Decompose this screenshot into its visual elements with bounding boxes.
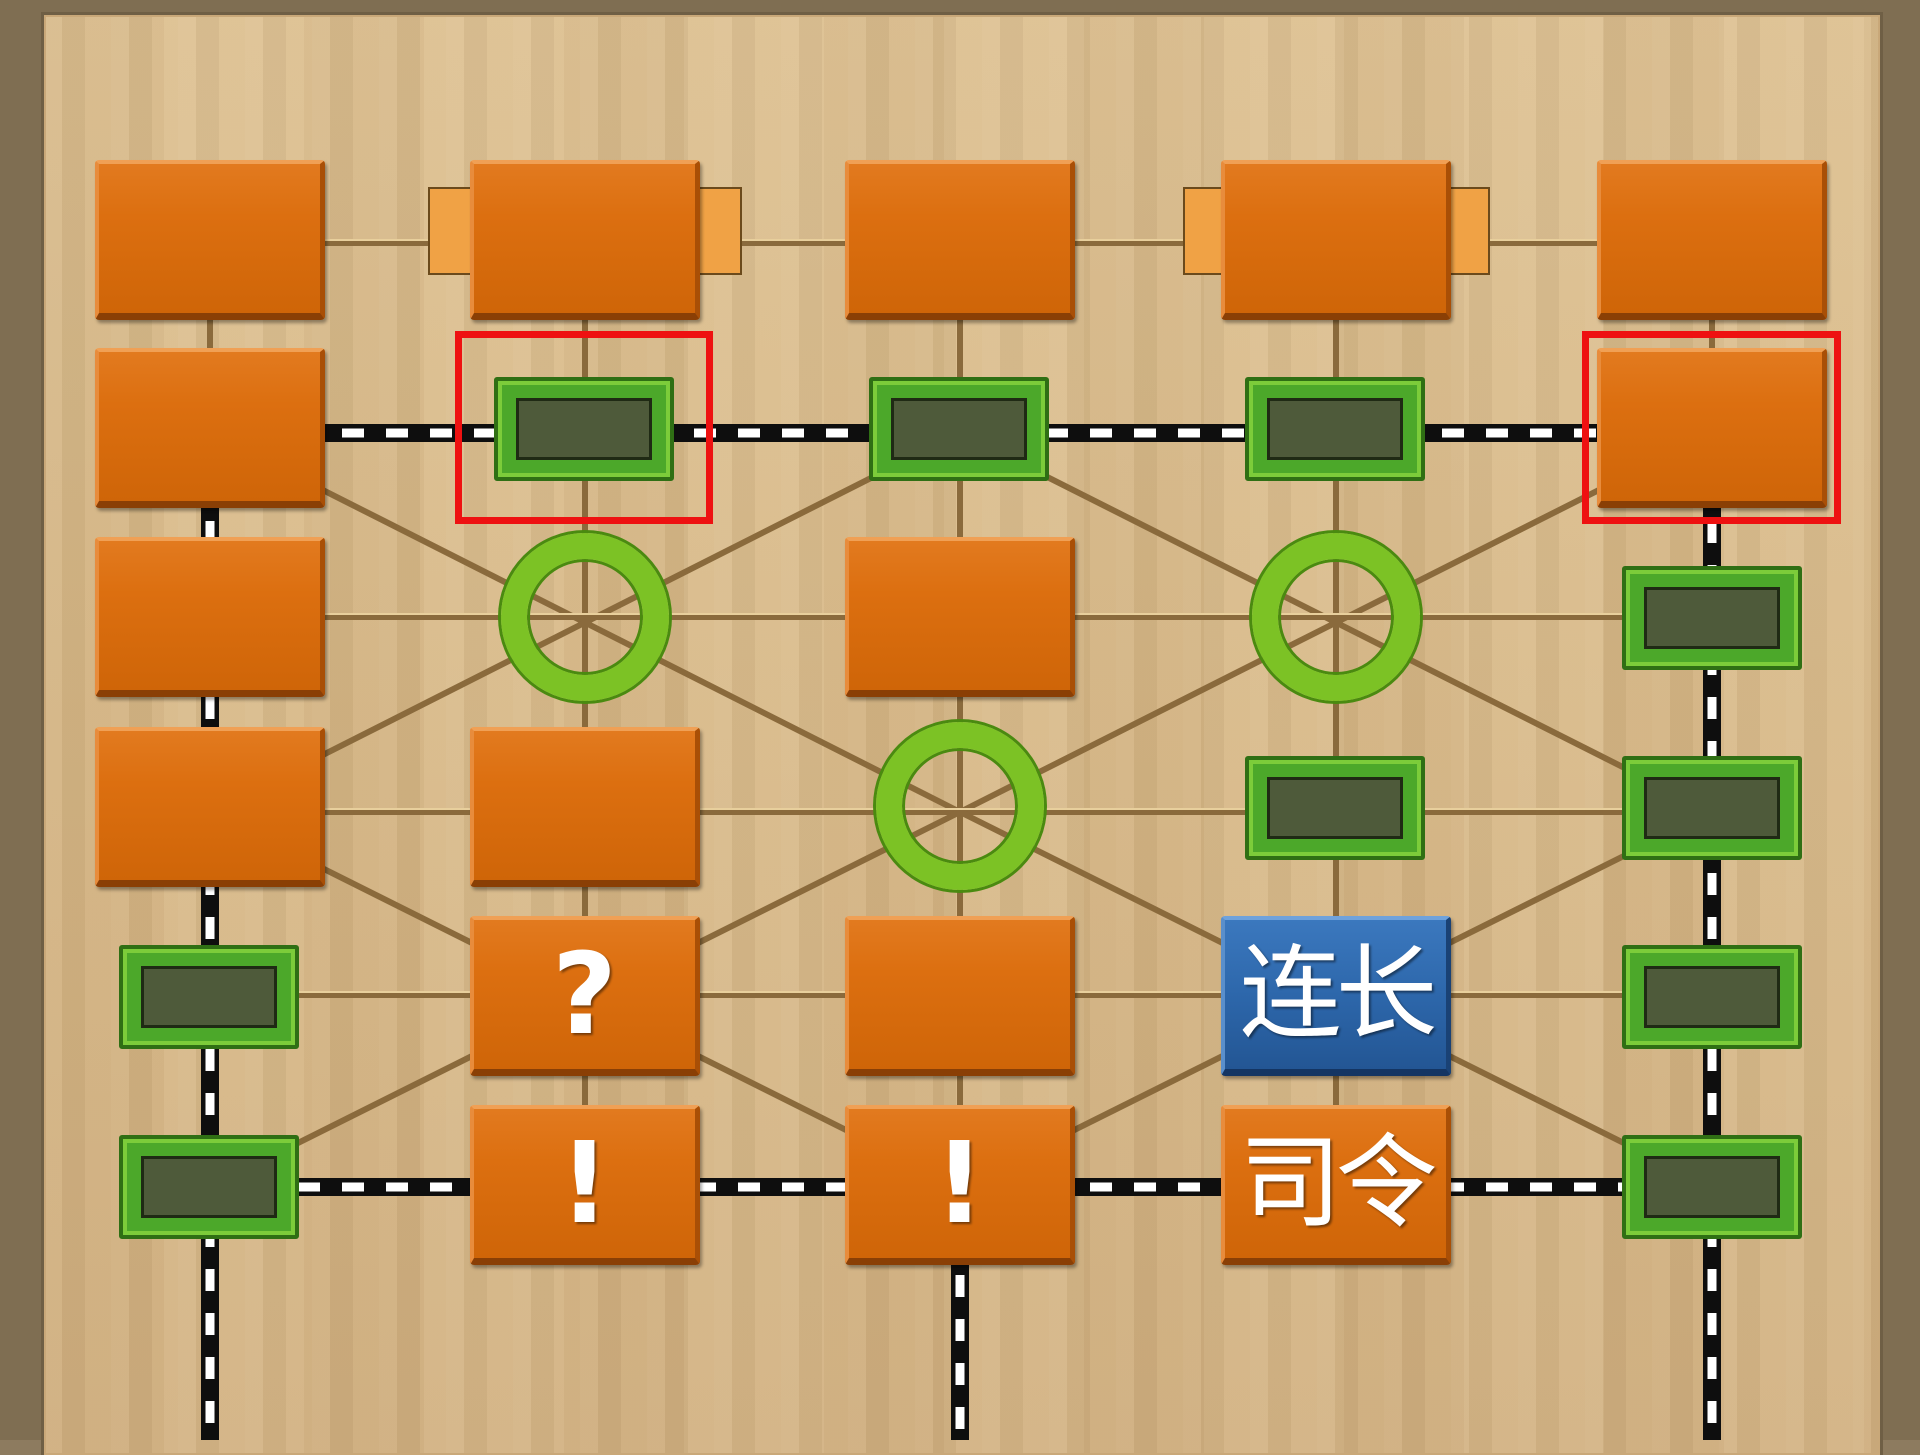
- own-piece[interactable]: [470, 727, 700, 887]
- own-piece[interactable]: [95, 160, 325, 320]
- move-from-highlight: [455, 331, 713, 524]
- empty-station[interactable]: [119, 945, 299, 1049]
- own-piece[interactable]: [1597, 348, 1827, 508]
- headquarter-marker: [1446, 187, 1490, 275]
- empty-station[interactable]: [1622, 566, 1802, 670]
- move-to-highlight: [1582, 331, 1841, 524]
- own-piece[interactable]: [470, 160, 700, 320]
- own-piece[interactable]: [845, 537, 1075, 697]
- own-piece[interactable]: [845, 916, 1075, 1076]
- piece-label: !: [558, 1118, 611, 1249]
- empty-station[interactable]: [869, 377, 1049, 481]
- empty-station[interactable]: [1622, 756, 1802, 860]
- empty-camp[interactable]: [501, 533, 669, 701]
- captain-piece[interactable]: 连长: [1221, 916, 1451, 1076]
- own-piece-marked-unknown[interactable]: ?: [470, 916, 700, 1076]
- empty-camp[interactable]: [1252, 533, 1420, 701]
- own-piece[interactable]: [845, 160, 1075, 320]
- piece-label: 司令: [1239, 1123, 1438, 1243]
- empty-station[interactable]: [494, 377, 674, 481]
- own-piece-marked-alert[interactable]: !: [470, 1105, 700, 1265]
- headquarter-marker: [428, 187, 472, 275]
- empty-station[interactable]: [1622, 945, 1802, 1049]
- piece-label: ?: [552, 929, 617, 1060]
- empty-station[interactable]: [1622, 1135, 1802, 1239]
- empty-station[interactable]: [1245, 756, 1425, 860]
- empty-station[interactable]: [119, 1135, 299, 1239]
- piece-label: 连长: [1239, 934, 1438, 1054]
- own-piece-marked-alert[interactable]: !: [845, 1105, 1075, 1265]
- own-piece[interactable]: [95, 537, 325, 697]
- own-piece[interactable]: [95, 727, 325, 887]
- headquarter-marker: [1183, 187, 1227, 275]
- own-piece[interactable]: [95, 348, 325, 508]
- own-piece[interactable]: [1597, 160, 1827, 320]
- empty-station[interactable]: [1245, 377, 1425, 481]
- own-piece[interactable]: [1221, 160, 1451, 320]
- headquarter-marker: [698, 187, 742, 275]
- empty-camp[interactable]: [876, 722, 1044, 890]
- commander-piece[interactable]: 司令: [1221, 1105, 1451, 1265]
- piece-label: !: [933, 1118, 986, 1249]
